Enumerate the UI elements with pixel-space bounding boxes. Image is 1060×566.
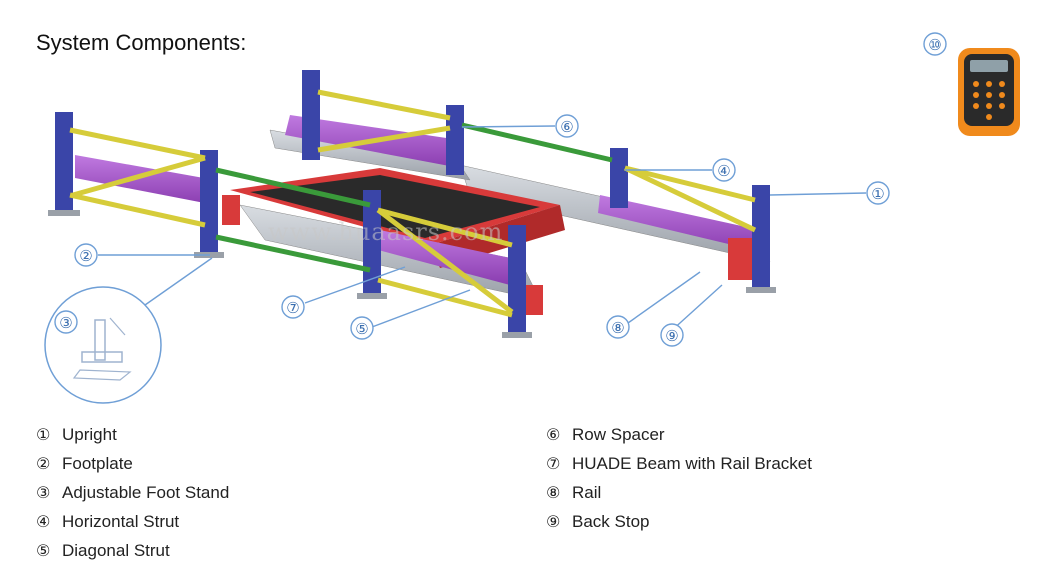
callout-3: ③ xyxy=(59,314,72,332)
remote-control-icon xyxy=(958,48,1020,136)
callouts xyxy=(54,32,947,347)
rack-diagram: www.huaasrs.com ① ② ③ ④ ⑤ xyxy=(44,32,1020,404)
foot-stand-detail xyxy=(44,286,162,404)
leader-lines xyxy=(98,125,867,333)
rail-ends xyxy=(222,195,752,315)
watermark: www.huaasrs.com xyxy=(268,218,503,246)
row-spacers xyxy=(215,122,613,273)
callout-labels: ① ② ③ ④ ⑤ ⑥ ⑦ ⑧ ⑨ ⑩ xyxy=(59,36,941,345)
callout-6: ⑥ xyxy=(560,118,573,136)
callout-9: ⑨ xyxy=(665,327,678,345)
uprights xyxy=(55,70,770,335)
callout-5: ⑤ xyxy=(355,320,368,338)
callout-4: ④ xyxy=(717,162,730,180)
callout-7: ⑦ xyxy=(286,299,299,317)
callout-2: ② xyxy=(79,247,92,265)
callout-8: ⑧ xyxy=(611,319,624,337)
yellow-struts xyxy=(69,89,757,318)
page-title: System Components: xyxy=(36,30,247,55)
callout-10: ⑩ xyxy=(928,36,941,54)
callout-1: ① xyxy=(871,185,884,203)
